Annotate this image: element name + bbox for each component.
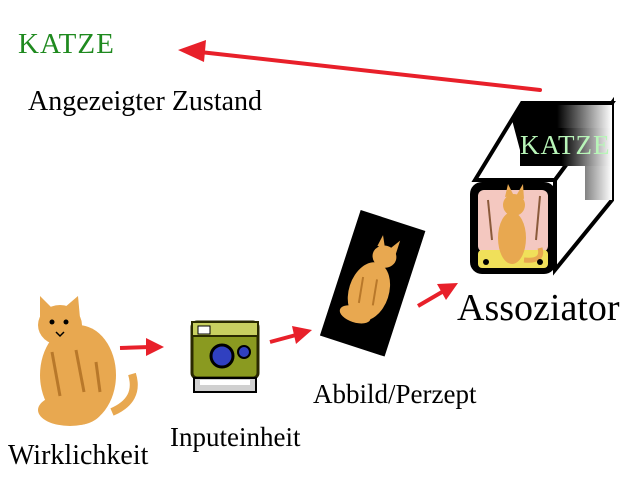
percept-label: Abbild/Perzept [313, 379, 477, 409]
cat-icon [38, 296, 138, 426]
arrow-percept-to-associator [416, 283, 458, 308]
input-unit-label: Inputeinheit [170, 422, 301, 452]
feedback-arrow [178, 40, 542, 92]
associator-box-icon [470, 96, 616, 276]
displayed-state-label: Angezeigter Zustand [28, 86, 263, 117]
associator-label: Assoziator [457, 287, 620, 329]
output-word-label: KATZE [18, 28, 115, 60]
arrow-input-to-percept [269, 326, 312, 344]
instant-camera-icon [190, 320, 260, 393]
cat-photo-icon [319, 209, 426, 357]
arrow-reality-to-input [119, 338, 164, 356]
reality-label: Wirklichkeit [8, 440, 149, 471]
box-word-label: KATZE [520, 130, 611, 160]
